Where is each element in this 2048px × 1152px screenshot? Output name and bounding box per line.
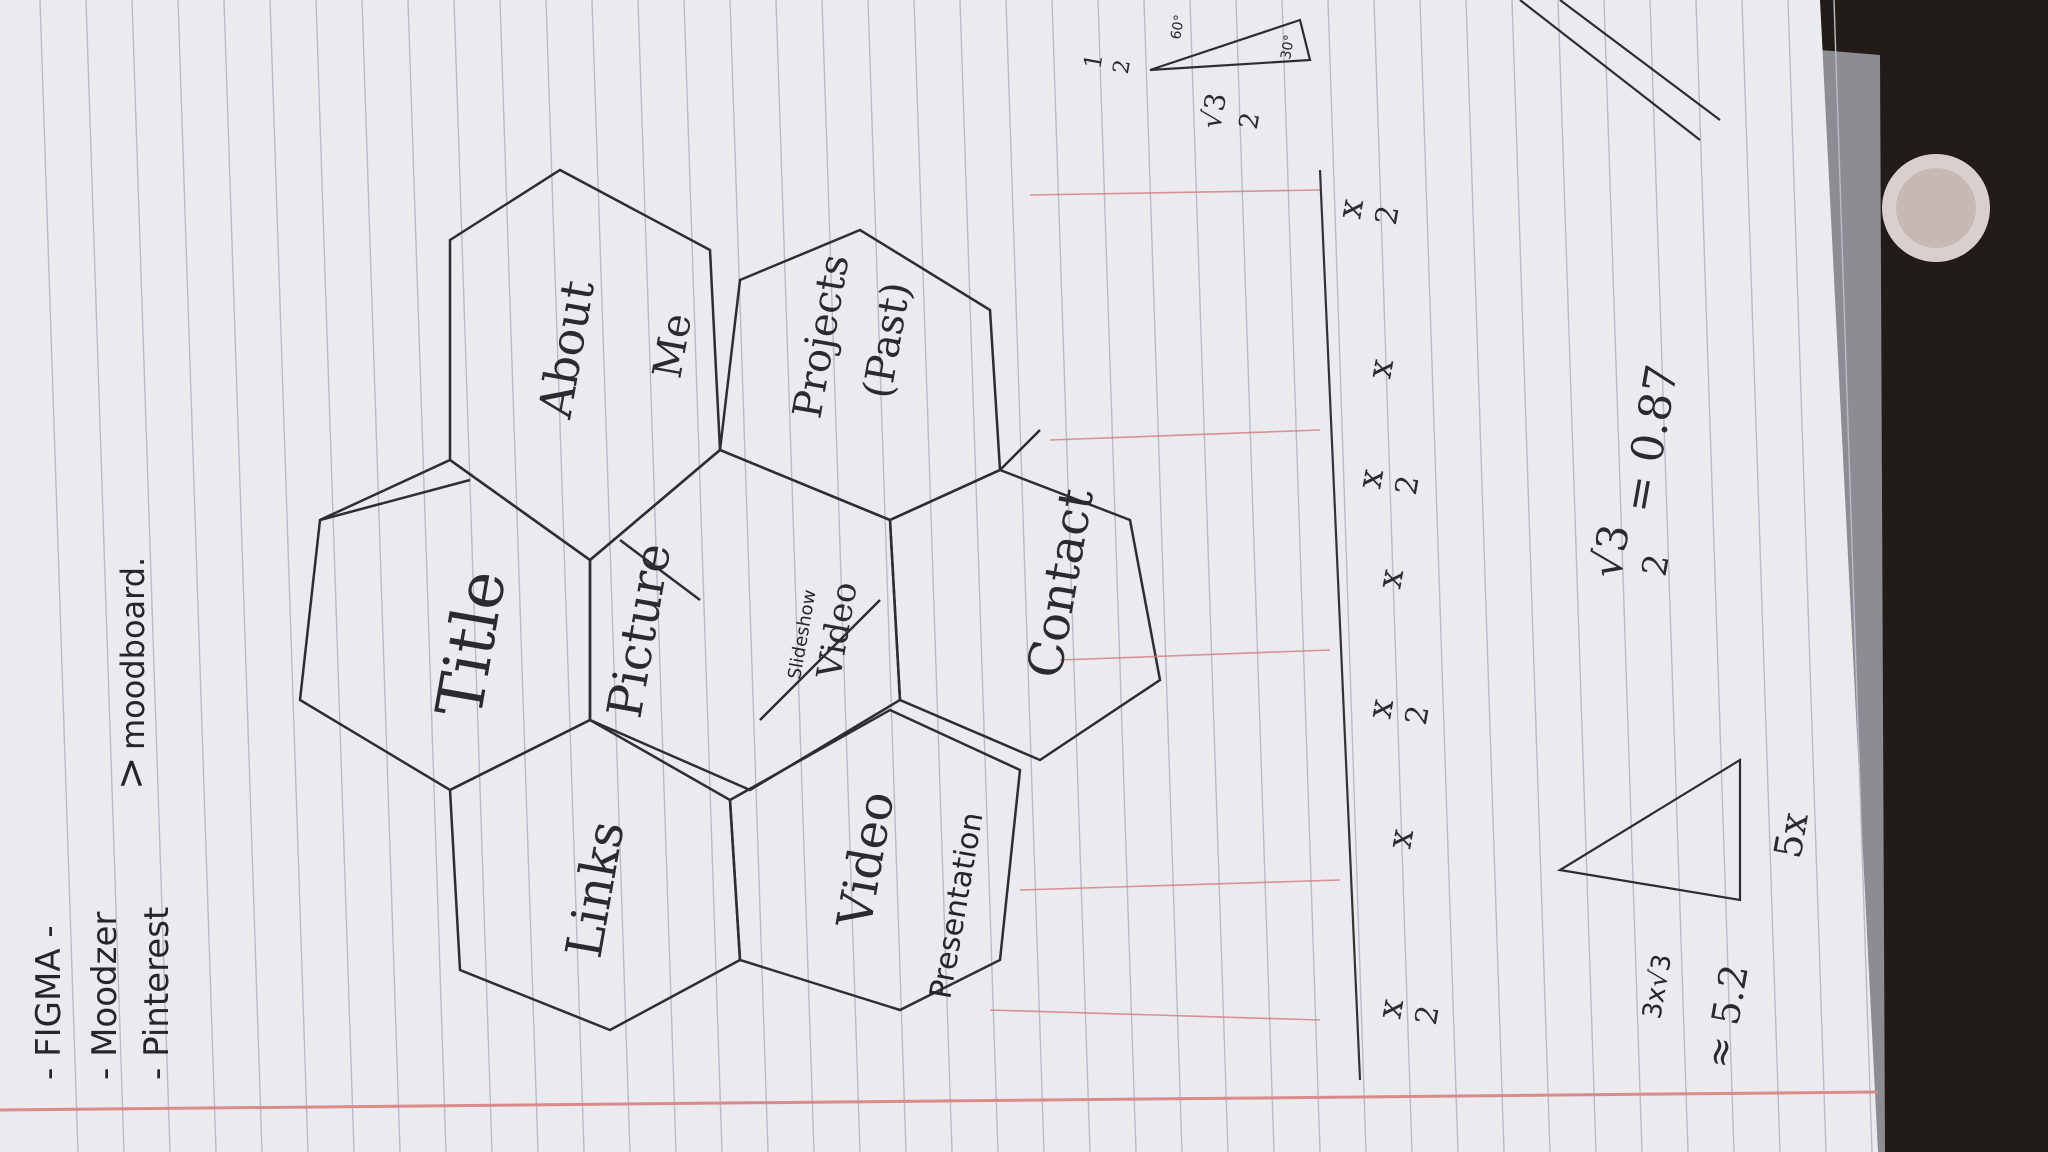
label-me: Me: [645, 310, 702, 382]
rule-line: [683, 0, 723, 1152]
rule-line: [39, 0, 79, 1152]
measure-angle-60: 60°: [1168, 13, 1188, 40]
rule-line: [775, 0, 815, 1152]
rule-line: [1143, 0, 1183, 1152]
rule-line: [1465, 0, 1505, 1152]
rule-line: [1649, 0, 1689, 1152]
rule-line: [1787, 0, 1827, 1152]
rule-line: [637, 0, 677, 1152]
rule-line: [1741, 0, 1781, 1152]
margin-line: [0, 1090, 1879, 1112]
rule-line: [453, 0, 493, 1152]
rule-line: [959, 0, 999, 1152]
rule-lines: [39, 0, 1873, 1152]
rule-line: [867, 0, 907, 1152]
rule-line: [1695, 0, 1735, 1152]
rule-line: [729, 0, 769, 1152]
rule-line: [1419, 0, 1459, 1152]
rule-line: [361, 0, 401, 1152]
red-guide-1: [1029, 189, 1321, 196]
red-guides: [989, 189, 1341, 1021]
rule-line: [1373, 0, 1413, 1152]
red-guide-3: [1059, 649, 1331, 661]
measure-corner: √3 2: [1194, 90, 1266, 132]
note-moodzer: - Moodzer: [85, 912, 125, 1080]
rule-line: [1097, 0, 1137, 1152]
hex-video: [728, 708, 1022, 1012]
hexagon-sketch: [298, 168, 1162, 1032]
rule-line: [407, 0, 447, 1152]
measure-line: [1318, 169, 1362, 1081]
rule-line: [315, 0, 355, 1152]
measure-angle-30: 30°: [1278, 33, 1298, 60]
rule-line: [269, 0, 309, 1152]
rule-line: [499, 0, 539, 1152]
paper-sheet: [0, 0, 1878, 1152]
red-guide-2: [1049, 429, 1321, 441]
note-pinterest: - Pinterest: [137, 907, 177, 1080]
svg-text:1: 1: [1078, 51, 1108, 71]
rule-line: [85, 0, 125, 1152]
rule-line: [1281, 0, 1321, 1152]
rule-line: [1511, 0, 1551, 1152]
rule-line: [1051, 0, 1091, 1152]
svg-text:2: 2: [1109, 58, 1136, 76]
rule-line: [131, 0, 171, 1152]
rule-line: [223, 0, 263, 1152]
rule-line: [545, 0, 585, 1152]
svg-text:2: 2: [1234, 110, 1266, 132]
rule-line: [1005, 0, 1045, 1152]
measure-corner-half: 1 2: [1078, 51, 1136, 76]
red-guide-4: [1019, 879, 1341, 891]
corner-triangle: [1149, 18, 1312, 72]
measure-5x: 5x: [1766, 809, 1817, 862]
rule-line: [591, 0, 631, 1152]
note-moodboard: moodboard.: [114, 557, 152, 750]
svg-text:√3: √3: [1582, 521, 1640, 582]
rule-line: [1327, 0, 1367, 1152]
rule-line: [1833, 0, 1873, 1152]
sketch-strokes: [319, 429, 1041, 721]
coin-center: [1896, 168, 1976, 248]
svg-text:√3: √3: [1194, 90, 1233, 131]
rule-line: [821, 0, 861, 1152]
rule-line: [177, 0, 217, 1152]
triangle-sketch: [1556, 758, 1742, 902]
note-figma: - FIGMA -: [29, 925, 69, 1080]
notes-block: - FIGMA - - Moodzer - Pinterest > moodbo…: [29, 557, 177, 1080]
red-guide-5: [989, 1009, 1321, 1021]
note-brace: >: [108, 756, 154, 790]
rule-line: [1603, 0, 1643, 1152]
corner-scribble: [1519, 0, 1721, 141]
rule-line: [913, 0, 953, 1152]
rule-line: [1557, 0, 1597, 1152]
